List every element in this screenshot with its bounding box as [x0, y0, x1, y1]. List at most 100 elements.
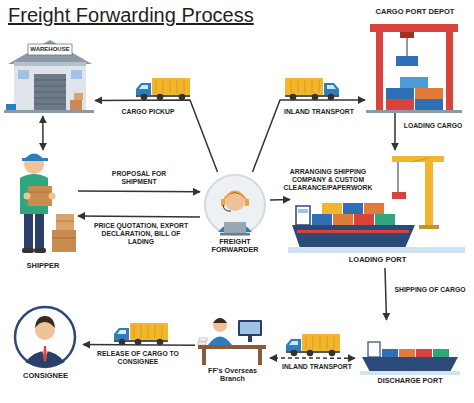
- flow-arrow: [78, 190, 200, 192]
- loading-port-illustration: [297, 230, 409, 233]
- consignee-illustration: [43, 346, 47, 361]
- branch-illustration: [258, 349, 262, 365]
- node-label: FREIGHT FORWARDER: [200, 238, 270, 255]
- branch-illustration: [198, 318, 266, 365]
- depot-node: CARGO PORT DEPOT: [365, 8, 465, 113]
- flow-arrow: [42, 116, 44, 150]
- branch-node: FF's Overseas Branch: [195, 310, 270, 392]
- truck-icon: [114, 323, 168, 345]
- edge-label: PRICE QUOTATION, EXPORT DECLARATION, BIL…: [92, 222, 190, 246]
- branch-illustration: [199, 338, 207, 341]
- shipper-illustration: [20, 154, 76, 254]
- loading-port-illustration: [354, 214, 374, 225]
- forwarder-illustration: [223, 192, 247, 202]
- branch-illustration: [213, 318, 227, 323]
- warehouse-illustration: [14, 62, 86, 110]
- edge-label: ARRANGING SHIPPING COMPANY & CUSTOM CLEA…: [272, 168, 384, 192]
- depot-illustration: [386, 88, 414, 99]
- depot-illustration: [370, 24, 458, 32]
- shipper-illustration: [56, 221, 74, 222]
- discharge-port-illustration: [433, 349, 449, 357]
- branch-illustration: [198, 342, 206, 345]
- branch-illustration: [202, 349, 206, 365]
- warehouse-illustration: [34, 80, 66, 81]
- warehouse-illustration: [70, 100, 82, 110]
- depot-illustration: [415, 88, 443, 99]
- warehouse-illustration: [34, 92, 66, 93]
- branch-illustration: [208, 337, 232, 346]
- edge-label: CARGO PICKUP: [112, 108, 184, 116]
- warehouse-illustration: [14, 62, 86, 66]
- depot-illustration: [396, 56, 418, 66]
- branch-illustration: [248, 336, 252, 342]
- branch-illustration: [213, 318, 227, 332]
- truck-icon: [285, 78, 339, 100]
- shipper-illustration: [24, 193, 31, 200]
- flow-arrow: [394, 113, 396, 150]
- flow-arrow: [270, 357, 355, 359]
- shipper-node: SHIPPER: [8, 150, 78, 278]
- node-label: CONSIGNEE: [8, 372, 83, 381]
- loading-port-illustration: [412, 158, 429, 162]
- discharge-port-illustration: [382, 349, 398, 357]
- node-label: FF's Overseas Branch: [195, 367, 270, 384]
- forwarder-illustration: [205, 175, 265, 235]
- flow-arrow: [95, 100, 218, 172]
- loading-port-illustration: [419, 225, 439, 229]
- forwarder-node: FREIGHT FORWARDER: [200, 172, 270, 262]
- loading-port-illustration: [392, 192, 406, 199]
- depot-illustration: [400, 77, 428, 88]
- flow-arrow: [83, 344, 195, 346]
- discharge-port-node: DISCHARGE PORT: [355, 320, 465, 392]
- shipper-illustration: [22, 158, 48, 161]
- flow-arrow: [253, 100, 366, 172]
- branch-illustration: [238, 320, 262, 336]
- flow-arrow: [270, 199, 290, 201]
- loading-port-illustration: [375, 214, 395, 225]
- forwarder-illustration: [223, 205, 231, 211]
- depot-illustration: [376, 32, 383, 110]
- forwarder-illustration: [224, 222, 246, 234]
- node-label: SHIPPER: [8, 262, 78, 271]
- edge-label: PROPOSAL FOR SHIPMENT: [98, 170, 180, 186]
- depot-illustration: [415, 99, 443, 110]
- shipper-illustration: [22, 248, 34, 253]
- shipper-illustration: [28, 192, 52, 193]
- depot-illustration: [446, 32, 453, 110]
- discharge-port-illustration: [362, 357, 458, 372]
- loading-port-illustration: [312, 214, 332, 225]
- loading-port-illustration: [343, 203, 363, 214]
- warehouse-illustration: [34, 104, 66, 105]
- warehouse-illustration: [34, 98, 66, 99]
- forwarder-illustration: [245, 199, 249, 206]
- flow-arrow: [78, 216, 200, 217]
- depot-illustration: [400, 32, 414, 38]
- discharge-port-illustration: [368, 342, 380, 357]
- warehouse-illustration: [34, 74, 66, 110]
- forwarder-illustration: [205, 175, 265, 236]
- flow-arrow: [385, 268, 387, 320]
- warehouse-illustration: [71, 70, 82, 79]
- shipper-illustration: [52, 238, 76, 239]
- warehouse-node: WAREHOUSE: [5, 38, 95, 116]
- truck-icon: [286, 334, 340, 356]
- discharge-port-illustration: [360, 371, 460, 375]
- shipper-illustration: [28, 186, 52, 206]
- loading-port-illustration: [292, 225, 415, 248]
- warehouse-illustration: [4, 110, 94, 113]
- loading-port-illustration: [425, 158, 433, 228]
- warehouse-illustration: [74, 93, 83, 100]
- warehouse-illustration: [18, 70, 29, 79]
- consignee-illustration: [41, 345, 49, 362]
- forwarder-illustration: [220, 233, 250, 236]
- node-label: WAREHOUSE: [5, 46, 95, 53]
- loading-port-illustration: [322, 203, 342, 214]
- shipper-illustration: [24, 210, 33, 250]
- depot-illustration: [407, 38, 408, 56]
- discharge-port-illustration: [360, 342, 460, 375]
- consignee-illustration: [15, 307, 75, 367]
- shipper-illustration: [35, 210, 44, 250]
- node-label: LOADING PORT: [290, 256, 465, 265]
